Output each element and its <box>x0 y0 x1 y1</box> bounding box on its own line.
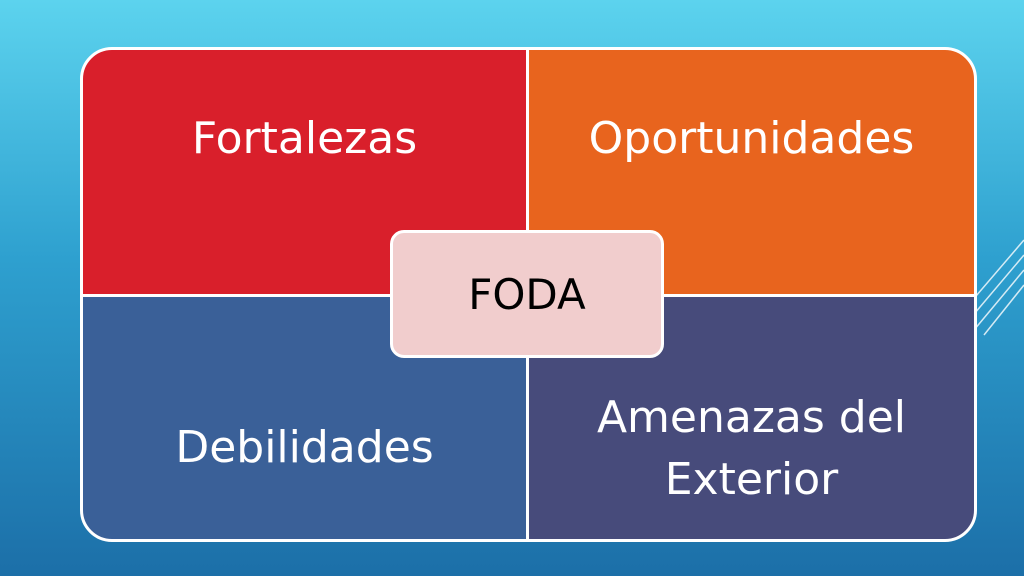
quadrant-oportunidades: Oportunidades <box>526 47 977 297</box>
quadrant-fortalezas-label: Fortalezas <box>191 113 418 164</box>
quadrant-amenazas-label: Amenazas del Exterior <box>596 392 907 505</box>
quadrant-oportunidades-label: Oportunidades <box>588 113 915 164</box>
quadrant-debilidades-label: Debilidades <box>175 422 434 473</box>
center-foda-box: FODA <box>390 230 664 358</box>
center-foda-label: FODA <box>468 269 586 319</box>
